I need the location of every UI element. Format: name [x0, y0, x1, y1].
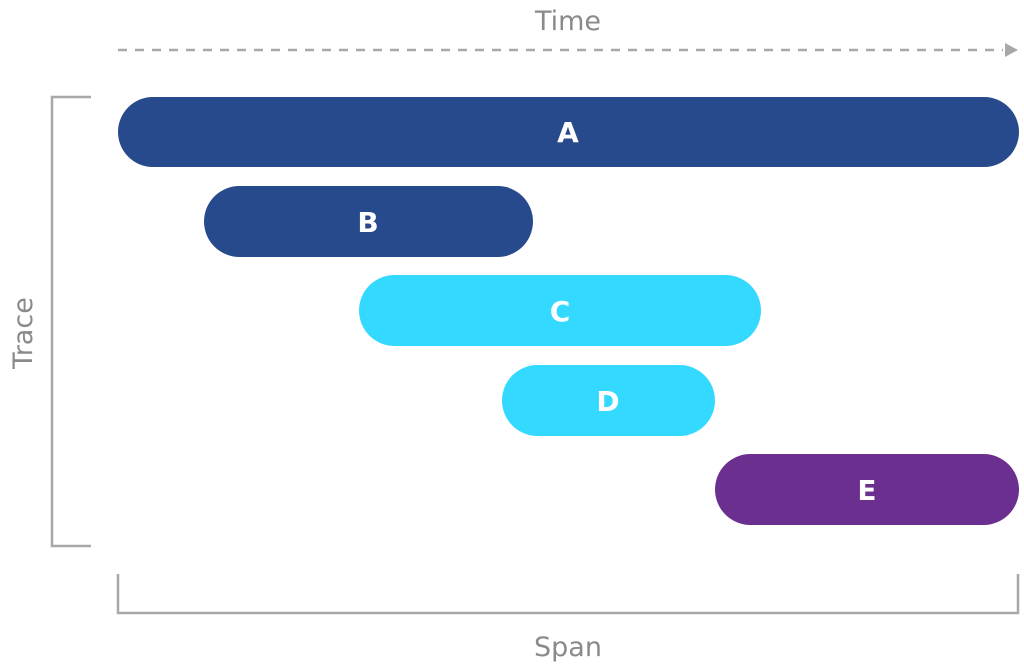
trace-bracket — [50, 95, 91, 548]
span-bar-e-shape — [715, 454, 1019, 525]
trace-axis-label: Trace — [8, 297, 39, 370]
span-bar-c-label: C — [550, 295, 571, 328]
span-bar-d-label: D — [596, 385, 619, 418]
span-bracket — [116, 574, 1020, 615]
span-bar-e-label: E — [857, 474, 876, 507]
span-bar-a-shape — [118, 97, 1019, 167]
span-bar-b-shape — [204, 186, 533, 257]
span-bar-e: E — [715, 454, 1019, 525]
span-bar-d-shape — [502, 365, 715, 436]
span-bar-b: B — [204, 186, 533, 257]
span-bar-a: A — [118, 97, 1019, 167]
span-bar-c-shape — [359, 275, 761, 346]
span-axis-label: Span — [534, 632, 602, 663]
span-bar-c: C — [359, 275, 761, 346]
time-axis-arrowhead-icon — [1005, 43, 1018, 57]
span-bar-b-label: B — [357, 206, 378, 239]
time-axis-label: Time — [534, 6, 601, 37]
span-bar-d: D — [502, 365, 715, 436]
span-bar-a-label: A — [557, 116, 579, 149]
